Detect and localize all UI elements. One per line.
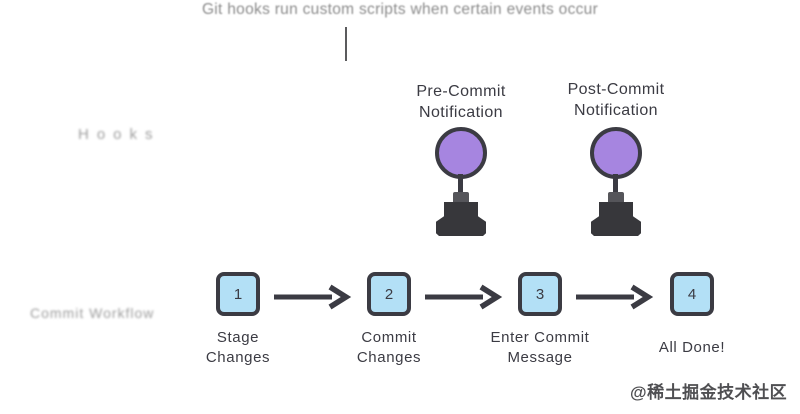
workflow-panel: 1 2 3 4 Stage Changes Commit Changes Ent… (158, 253, 771, 390)
step-label: Enter Commit Message (490, 329, 590, 366)
arrow-icon (576, 284, 654, 310)
caption-pointer-line (345, 27, 347, 61)
watermark: @稀土掘金技术社区 (630, 383, 788, 402)
notification-knob-icon (435, 127, 487, 179)
arrow-icon (425, 284, 503, 310)
knob-stem (458, 174, 463, 204)
knob-stem (613, 174, 618, 204)
step-number: 2 (384, 285, 394, 303)
step-square: 3 (518, 272, 562, 316)
step-number: 4 (687, 285, 697, 303)
notification-knob-icon (590, 127, 642, 179)
plug-icon (608, 192, 624, 204)
hook-label: Post-Commit Notification (567, 81, 665, 119)
step-square: 4 (670, 272, 714, 316)
step-label: Stage Changes (205, 329, 271, 366)
step-label: All Done! (658, 339, 726, 356)
hook-label: Pre-Commit Notification (416, 83, 506, 121)
step-label: Commit Changes (356, 329, 422, 366)
hooks-panel: Pre-Commit Notification Post-Commit Noti… (377, 57, 705, 196)
hooks-side-label: Hooks (78, 126, 161, 143)
plug-icon (436, 202, 486, 236)
arrow-icon (274, 284, 352, 310)
step-square: 1 (216, 272, 260, 316)
plug-icon (453, 192, 469, 204)
step-number: 3 (535, 285, 545, 303)
plug-icon (591, 202, 641, 236)
step-number: 1 (233, 285, 243, 303)
caption-text: Git hooks run custom scripts when certai… (201, 1, 599, 18)
step-square: 2 (367, 272, 411, 316)
workflow-side-label: Commit Workflow (30, 305, 155, 321)
